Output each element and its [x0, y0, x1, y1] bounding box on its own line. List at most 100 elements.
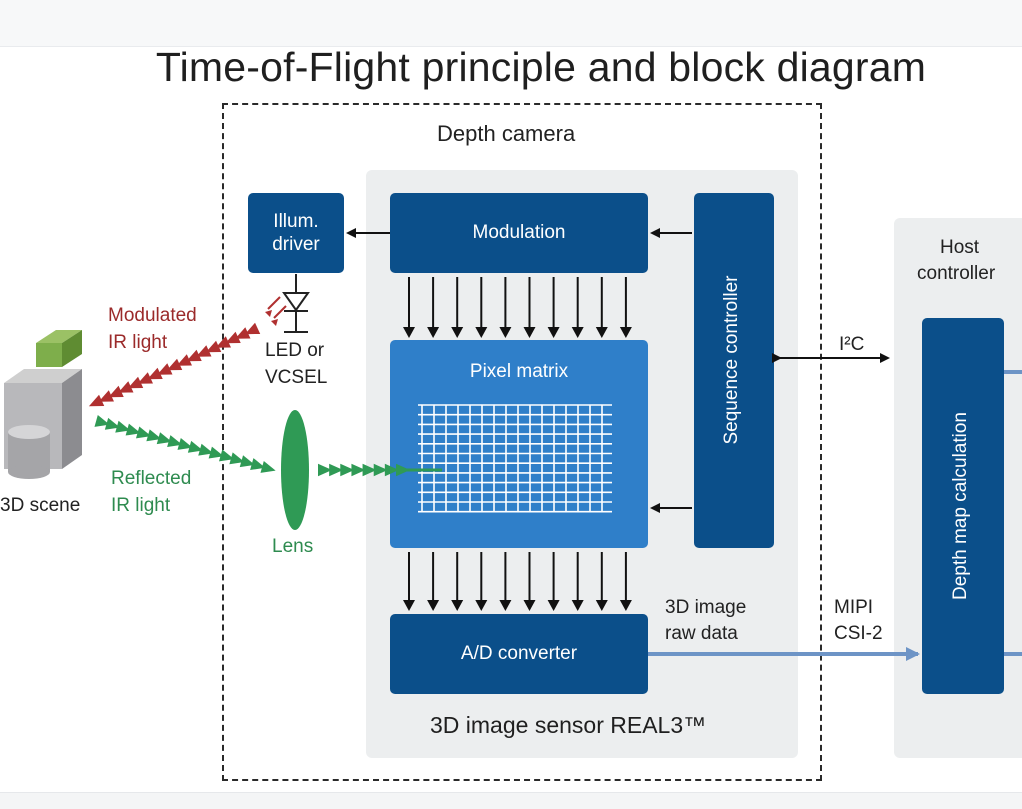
mipi-label-line2: CSI-2	[834, 623, 883, 644]
modulated-light-pulse	[157, 363, 173, 375]
depth-camera-frame	[222, 103, 822, 781]
led-label-line1: LED or	[265, 340, 325, 361]
modulation-to-pixel-arrows	[403, 277, 632, 338]
lens-to-sensor-light	[318, 463, 410, 477]
modulated-light-pulse	[176, 354, 192, 366]
reflected-light-pulse	[187, 440, 204, 453]
reflected-light-pulse	[156, 432, 172, 445]
modulation-arrow-head	[403, 327, 415, 338]
reflected-light-label-line1: Reflected	[111, 468, 192, 489]
led-emission-rays	[267, 296, 287, 319]
focused-light-pulse	[340, 463, 355, 477]
diagram-title: Time-of-Flight principle and block diagr…	[155, 44, 927, 90]
ad-arrow-head	[571, 600, 584, 611]
modulation-arrow-head	[571, 327, 584, 338]
pixel-grid	[418, 404, 612, 513]
reflected-light-pulse	[239, 455, 255, 468]
modulation-arrow-head	[427, 327, 440, 338]
modulated-light-pulse	[205, 340, 222, 353]
reflected-light-pulse	[104, 417, 121, 430]
modulated-light-label-line1: Modulated	[108, 305, 197, 326]
modulated-light-pulse	[98, 390, 114, 402]
modulated-light-pulse	[235, 327, 251, 339]
modulation-arrow-head	[499, 327, 512, 338]
sequence-controller-block	[694, 193, 774, 548]
focused-light-pulse	[318, 463, 332, 477]
reflected-light-pulse	[250, 458, 266, 471]
modulated-light-label-line2: IR light	[108, 332, 168, 353]
reflected-light-label-line2: IR light	[111, 495, 171, 516]
modulated-light-pulse	[127, 376, 144, 389]
modulated-light-pulse	[196, 345, 212, 357]
ad-converter-block: A/D converter	[390, 614, 648, 694]
pixel-to-ad-arrows	[403, 552, 632, 611]
modulation-arrow-head	[451, 327, 464, 338]
focused-light-pulse	[329, 463, 344, 477]
reflected-light-pulse	[260, 460, 276, 473]
depth-camera-label: Depth camera	[437, 121, 576, 146]
reflected-light-pulse	[229, 452, 245, 465]
focused-light-pulse	[373, 463, 388, 477]
modulation-label: Modulation	[472, 222, 566, 244]
led-label-line2: VCSEL	[265, 367, 328, 388]
ad-arrow-head	[619, 600, 632, 611]
ad-arrow-head	[595, 600, 608, 611]
reflected-light-pulse	[218, 449, 235, 462]
reflected-light-pulse	[167, 435, 183, 448]
reflected-light-pulse	[208, 446, 224, 459]
ad-arrow-head	[523, 600, 536, 611]
modulation-arrow-head	[547, 327, 560, 338]
scene-label: 3D scene	[0, 495, 81, 516]
illum-driver-line1: Illum.	[273, 210, 319, 232]
modulated-light-wave	[88, 322, 261, 407]
ad-arrow-head	[451, 600, 464, 611]
illum-driver-line2: driver	[272, 234, 320, 255]
modulated-light-pulse	[147, 367, 163, 380]
reflected-light-pulse	[115, 420, 131, 433]
ad-arrow-head	[475, 600, 488, 611]
modulated-light-pulse	[118, 381, 134, 393]
raw-data-label-line2: raw data	[665, 623, 738, 644]
modulated-light-pulse	[88, 394, 105, 407]
reflected-light-pulse	[94, 414, 110, 427]
pixel-matrix-label: Pixel matrix	[469, 361, 569, 382]
i2c-label: I²C	[839, 334, 865, 355]
scene-objects	[4, 330, 82, 479]
modulated-light-pulse	[166, 358, 183, 371]
mipi-label-line1: MIPI	[834, 597, 874, 618]
ad-arrow-head	[499, 600, 512, 611]
reflected-light-pulse	[135, 426, 152, 439]
modulated-light-pulse	[215, 336, 231, 348]
host-label-line2: controller	[917, 263, 996, 284]
focused-light-pulse	[362, 463, 377, 477]
depth-map-calculation-block	[922, 318, 1004, 694]
reflected-light-pulse	[177, 437, 193, 450]
bottom-bar	[0, 792, 1022, 809]
ad-converter-label: A/D converter	[460, 643, 578, 665]
modulated-light-pulse	[108, 385, 124, 398]
focused-light-pulse	[351, 463, 366, 477]
modulated-light-pulse	[186, 349, 202, 362]
illum-driver-block: Illum. driver	[248, 193, 344, 273]
sensor-label: 3D image sensor REAL3™	[430, 712, 707, 738]
top-bar	[0, 0, 1022, 47]
modulated-light-pulse	[225, 331, 241, 344]
modulation-arrow-head	[523, 327, 536, 338]
host-label-line1: Host	[940, 237, 980, 258]
modulation-arrow-head	[595, 327, 608, 338]
ad-arrow-head	[547, 600, 560, 611]
led-symbol	[282, 274, 310, 333]
reflected-light-pulse	[146, 429, 162, 442]
reflected-light-pulse	[198, 443, 214, 456]
reflected-light-wave	[94, 414, 276, 473]
ad-arrow-head	[403, 600, 415, 611]
ad-arrow-head	[427, 600, 440, 611]
modulation-arrow-head	[475, 327, 488, 338]
raw-data-label-line1: 3D image	[665, 597, 747, 618]
lens-shape	[281, 410, 309, 530]
modulated-light-pulse	[244, 322, 261, 335]
focused-light-pulse	[384, 463, 399, 477]
reflected-light-pulse	[125, 423, 141, 436]
lens-label: Lens	[272, 536, 314, 557]
